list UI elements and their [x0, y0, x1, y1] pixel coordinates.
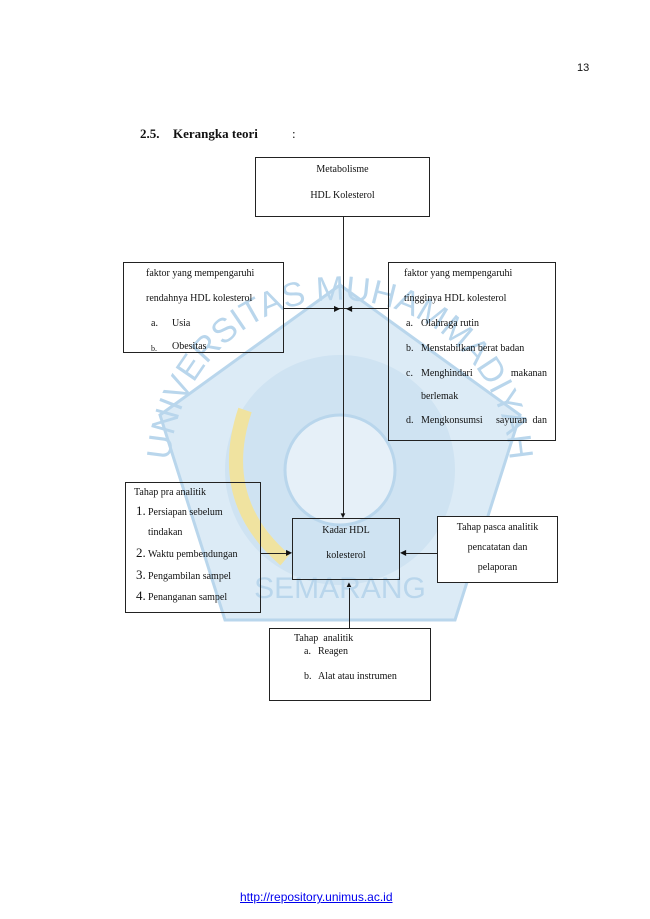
- connector-analitik: [349, 588, 350, 628]
- arrow-left-icon: ◀: [346, 304, 353, 313]
- box-title: Tahap pra analitik: [134, 487, 207, 498]
- box-text: Tahap pasca analitik: [456, 522, 539, 533]
- list-item: Olahraga rutin: [421, 318, 480, 329]
- list-marker: b.: [151, 344, 157, 353]
- list-item: Obesitas: [172, 341, 207, 352]
- list-item: Usia: [172, 318, 191, 329]
- box-text: Kadar HDL: [322, 525, 370, 536]
- list-marker: 2.: [136, 545, 146, 560]
- box-text: faktor yang mempengaruhi: [146, 268, 255, 279]
- list-item: Menghindari: [421, 368, 473, 379]
- list-marker: a.: [304, 646, 311, 657]
- list-item: Persiapan sebelum: [148, 507, 223, 518]
- box-title: Tahap analitik: [294, 633, 354, 644]
- list-marker: b.: [406, 343, 414, 354]
- list-item: makanan: [510, 368, 547, 379]
- list-item: Mengkonsumsi: [421, 415, 483, 426]
- section-number: 2.5.: [140, 126, 160, 141]
- watermark-bottom-text: SEMARANG: [254, 572, 426, 605]
- list-marker: c.: [406, 368, 413, 379]
- box-text: HDL Kolesterol: [310, 190, 375, 201]
- list-marker: a.: [406, 318, 413, 329]
- list-marker: 1.: [136, 503, 146, 518]
- box-text: tingginya HDL kolesterol: [404, 293, 507, 304]
- connector-vertical: [343, 217, 344, 514]
- arrow-up-icon: ▲: [345, 580, 353, 589]
- list-marker: 3.: [136, 567, 146, 582]
- left-factors-box: faktor yang mempengaruhi rendahnya HDL k…: [123, 262, 284, 353]
- pasca-analitik-box: Tahap pasca analitik pencatatan dan pela…: [437, 516, 558, 583]
- list-marker: 4.: [136, 588, 146, 603]
- list-item: Alat atau instrumen: [318, 671, 397, 682]
- list-marker: b.: [304, 671, 312, 682]
- list-item: Waktu pembendungan: [148, 549, 238, 560]
- box-text: kolesterol: [326, 550, 366, 561]
- arrow-right-icon: ▶: [286, 548, 293, 557]
- list-item: Menstabilkan berat badan: [421, 343, 525, 354]
- section-title: Kerangka teori: [173, 126, 258, 141]
- pra-analitik-box: Tahap pra analitik 1. Persiapan sebelum …: [125, 482, 261, 613]
- list-marker: d.: [406, 415, 414, 426]
- page-number: 13: [577, 62, 590, 74]
- metabolisme-box: Metabolisme HDL Kolesterol: [255, 157, 430, 217]
- list-item: Reagen: [318, 646, 348, 657]
- connector-horizontal: [283, 308, 388, 309]
- arrow-left-icon: ◀: [400, 548, 407, 557]
- repository-link[interactable]: http://repository.unimus.ac.id: [240, 890, 393, 904]
- box-text: rendahnya HDL kolesterol: [146, 293, 253, 304]
- list-marker: a.: [151, 318, 158, 329]
- box-text: pencatatan dan: [467, 542, 528, 553]
- list-item: dan: [532, 415, 547, 426]
- box-text: Metabolisme: [316, 164, 369, 175]
- connector-pra: [260, 553, 288, 554]
- analitik-box: Tahap analitik a. Reagen b. Alat atau in…: [269, 628, 431, 701]
- kadar-hdl-box: Kadar HDL kolesterol: [292, 518, 400, 580]
- connector-pasca: [406, 553, 437, 554]
- box-text: pelaporan: [477, 562, 518, 573]
- list-item: Pengambilan sampel: [148, 571, 232, 582]
- section-colon: :: [292, 126, 296, 141]
- arrow-right-icon: ▶: [334, 304, 341, 313]
- list-item: sayuran: [496, 415, 528, 426]
- list-item: Penanganan sampel: [148, 592, 228, 603]
- box-text: faktor yang mempengaruhi: [404, 268, 513, 279]
- arrow-down-icon: ▼: [339, 511, 347, 520]
- list-item-continuation: berlemak: [421, 391, 459, 402]
- list-item-continuation: tindakan: [148, 527, 183, 538]
- right-factors-box: faktor yang mempengaruhi tingginya HDL k…: [388, 262, 556, 441]
